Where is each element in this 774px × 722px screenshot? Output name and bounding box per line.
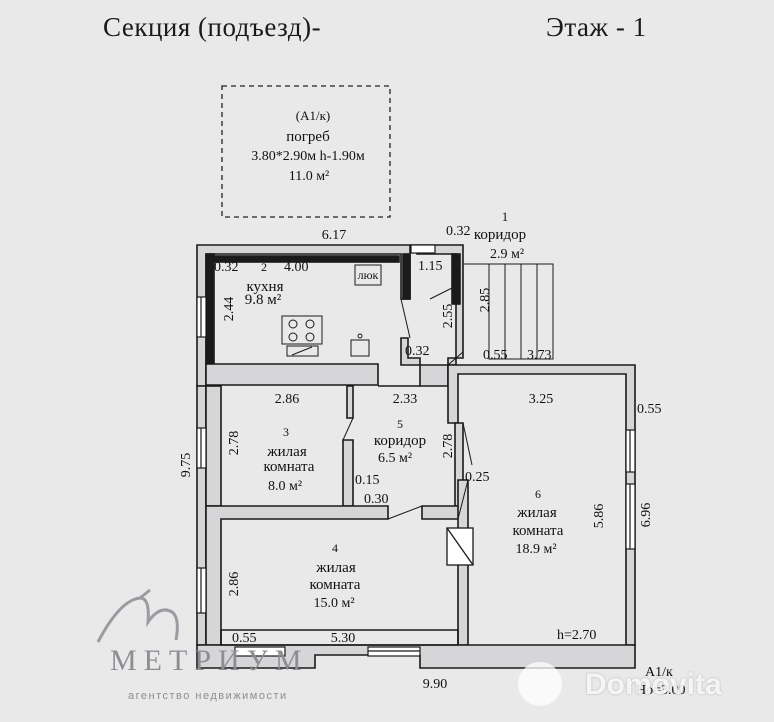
cellar-code: (А1/к) [296,108,330,123]
dim-0-32-kitchen: 0.32 [214,260,239,275]
metrium-agency-label: агентство недвижимости [128,690,288,702]
kitchen-num: 2 [261,260,267,274]
sink-icon [350,333,370,357]
chimney-icon [446,527,474,566]
dim-9-90: 9.90 [423,677,448,692]
dimensions: 6.17 0.32 0.32 4.00 1.15 2.55 2.85 2.44 … [179,224,686,698]
stairs [463,263,554,360]
dim-2-55: 2.55 [441,304,456,329]
room6-name2: комната [513,523,564,539]
metrium-logo-icon [96,588,179,643]
dim-5-30: 5.30 [331,631,356,646]
dim-0-25: 0.25 [465,470,490,485]
corridor1-name: коридор [474,227,526,243]
dim-3-25: 3.25 [529,392,554,407]
dim-2-78-corr: 2.78 [441,434,456,459]
dim-0-32-corr: 0.32 [405,344,430,359]
room6-num: 6 [535,487,541,501]
cellar-dims: 3.80*2.90м h-1.90м [251,149,365,164]
dim-0-30: 0.30 [364,492,389,507]
room3-num: 3 [283,425,289,439]
windows [196,244,636,657]
dim-2-33: 2.33 [393,392,418,407]
dim-9-75: 9.75 [179,453,194,478]
hatch-label: люк [358,268,379,282]
dim-4-00: 4.00 [284,260,309,275]
dim-2-44: 2.44 [222,297,237,322]
floor-title: Этаж - 1 [546,12,647,42]
dim-2-86-room3: 2.86 [275,392,300,407]
corridor1-num: 1 [502,209,509,224]
room6-area: 18.9 м² [515,542,556,557]
kitchen-area: 9.8 м² [245,292,282,308]
dim-2-78-room3: 2.78 [227,431,242,456]
room4-area: 15.0 м² [313,596,354,611]
height-2-70: h=2.70 [557,628,596,643]
dim-0-55-bottom: 0.55 [232,631,257,646]
dim-2-86-room4: 2.86 [227,572,242,597]
dim-6-17: 6.17 [322,228,347,243]
dim-2-85: 2.85 [478,288,493,313]
domovita-watermark: Domovita [585,668,722,701]
room3-name1: жилая [266,444,307,460]
room4-name2: комната [310,577,361,593]
corridor5-num: 5 [397,417,403,431]
dim-3-73: 3.73 [527,348,552,363]
hatch-icon [354,264,382,286]
dim-0-32-top: 0.32 [446,224,471,239]
cellar-area: 11.0 м² [289,169,330,184]
corner-code: А1/к [645,665,673,680]
corridor1-area: 2.9 м² [490,247,524,262]
walls [196,244,636,669]
dim-1-15: 1.15 [418,259,443,274]
dim-5-86: 5.86 [592,504,607,529]
dim-0-55-right: 0.55 [637,402,662,417]
metrium-watermark: МЕТРИУМ [110,644,309,677]
kitchen-name: кухня [246,279,283,295]
stove-icon [281,315,323,357]
section-title: Секция (подъезд)- [103,12,322,42]
room6-name1: жилая [516,505,557,521]
cellar-outline [221,85,391,218]
corridor5-area: 6.5 м² [378,451,412,466]
dim-6-96: 6.96 [639,503,654,528]
room4-name1: жилая [315,560,356,576]
room4-num: 4 [332,541,338,555]
room3-area: 8.0 м² [268,479,302,494]
door-swings [342,283,473,520]
cellar-name: погреб [286,129,330,145]
room3-name2: комната [264,459,315,475]
dim-0-55-top: 0.55 [483,348,508,363]
dim-0-15: 0.15 [355,473,380,488]
corridor5-name: коридор [374,433,426,449]
domovita-logo-icon [518,662,562,706]
corner-height: Но=3.00 [636,683,686,698]
